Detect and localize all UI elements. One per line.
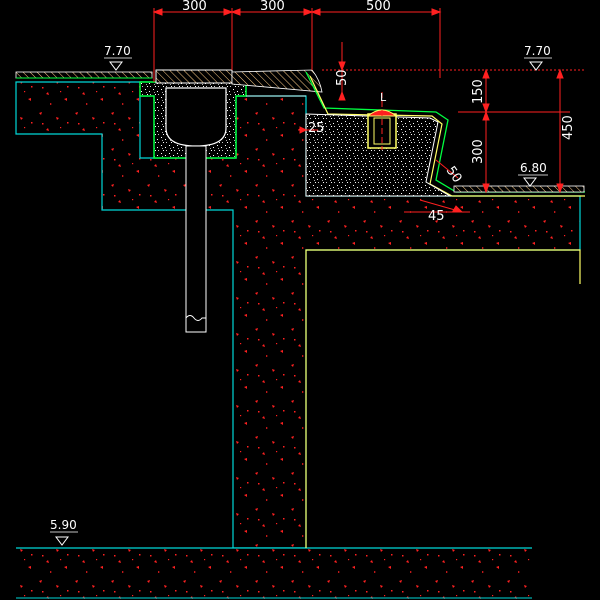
drain-pipe-break xyxy=(185,315,206,321)
level-label-bottom: 5.90 xyxy=(50,518,77,532)
level-marker-right-low xyxy=(518,174,548,187)
dim-radius-25: 25 xyxy=(308,121,325,136)
left-drain-grating xyxy=(155,69,233,84)
left-concrete-mass xyxy=(15,81,581,549)
left-drain-channel xyxy=(165,87,227,147)
level-label-right-low: 6.80 xyxy=(520,161,547,175)
dim-top-300-right: 300 xyxy=(260,0,285,14)
right-gravel-block xyxy=(305,113,452,197)
dim-slope-50: 50 xyxy=(443,164,465,186)
centerline-mark: L xyxy=(380,91,387,104)
dim-top-500: 500 xyxy=(366,0,391,14)
left-paving-strip xyxy=(15,71,153,79)
drain-pipe xyxy=(185,145,207,333)
dim-vertical-450: 450 xyxy=(561,115,576,140)
structure-inner-edge xyxy=(305,249,581,548)
middle-paving xyxy=(231,69,323,93)
dim-slope-45: 45 xyxy=(428,209,445,224)
dim-vertical-150: 150 xyxy=(471,79,486,104)
slope-surface-inner xyxy=(309,75,585,197)
level-marker-right-top xyxy=(524,57,552,71)
bottom-slab xyxy=(16,548,532,600)
right-lower-paving xyxy=(453,185,585,193)
dim-vertical-300: 300 xyxy=(471,139,486,164)
level-label-left-top: 7.70 xyxy=(104,44,131,58)
dim-top-300-left: 300 xyxy=(182,0,207,14)
dim-vertical-50: 50 xyxy=(335,69,350,86)
dimension-lines xyxy=(152,8,570,213)
level-label-right-top: 7.70 xyxy=(524,44,551,58)
level-marker-left-top xyxy=(104,57,132,71)
level-marker-bottom xyxy=(50,531,78,546)
